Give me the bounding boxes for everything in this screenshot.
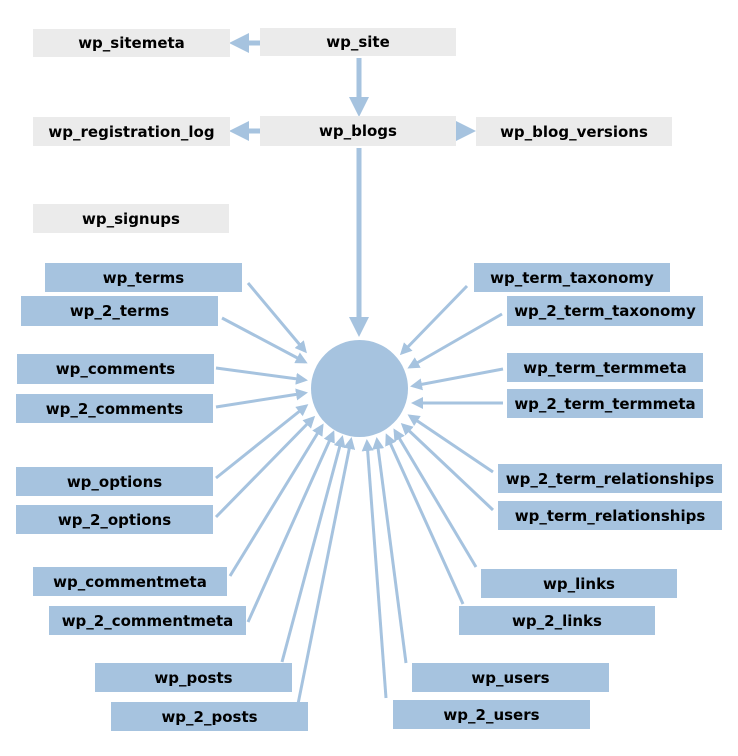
arrow-commentmeta-to-hub <box>228 423 324 577</box>
table-wp-commentmeta: wp_commentmeta <box>33 567 227 596</box>
table-wp-term-relationships: wp_term_relationships <box>498 501 722 530</box>
arrow-term-termmeta-to-hub <box>410 367 504 391</box>
table-wp-blog-versions: wp_blog_versions <box>476 117 672 146</box>
arrow-term-relationships-to-hub <box>400 422 495 512</box>
table-wp-blogs: wp_blogs <box>260 116 456 146</box>
table-wp-registration-log: wp_registration_log <box>33 117 230 146</box>
table-wp-2-commentmeta: wp_2_commentmeta <box>49 606 246 635</box>
arrow-2-posts-to-hub <box>296 437 356 705</box>
arrow-2-term-taxonomy-to-hub <box>407 312 503 369</box>
table-wp-term-taxonomy: wp_term_taxonomy <box>474 263 670 292</box>
arrow-links-to-hub <box>393 428 478 568</box>
arrow-posts-to-hub <box>280 435 346 663</box>
table-wp-2-term-termmeta: wp_2_term_termmeta <box>507 389 703 418</box>
table-wp-site: wp_site <box>260 28 456 56</box>
table-wp-term-termmeta: wp_term_termmeta <box>507 353 703 382</box>
table-wp-sitemeta: wp_sitemeta <box>33 29 230 57</box>
table-wp-signups: wp_signups <box>33 204 229 233</box>
arrow-2-options-to-hub <box>214 415 316 519</box>
table-wp-2-options: wp_2_options <box>16 505 213 534</box>
arrow-2-term-relationships-to-hub <box>407 414 494 474</box>
table-wp-users: wp_users <box>412 663 609 692</box>
table-wp-2-users: wp_2_users <box>393 700 590 729</box>
table-wp-links: wp_links <box>481 569 677 598</box>
table-wp-options: wp_options <box>16 467 213 496</box>
arrow-2-links-to-hub <box>385 433 465 605</box>
table-wp-2-posts: wp_2_posts <box>111 702 308 731</box>
arrow-terms-to-hub <box>246 282 307 354</box>
table-wp-posts: wp_posts <box>95 663 292 692</box>
arrow-users-to-hub <box>372 437 408 664</box>
table-wp-2-terms: wp_2_terms <box>21 296 218 326</box>
arrow-2-comments-to-hub <box>215 388 308 409</box>
table-wp-2-term-taxonomy: wp_2_term_taxonomy <box>507 296 703 326</box>
table-wp-comments: wp_comments <box>17 354 214 384</box>
arrow-2-terms-to-hub <box>221 316 308 364</box>
table-wp-2-comments: wp_2_comments <box>16 394 213 423</box>
arrow-options-to-hub <box>215 404 309 480</box>
hub-circle <box>311 340 408 437</box>
arrow-2-commentmeta-to-hub <box>246 430 335 623</box>
table-wp-terms: wp_terms <box>45 263 242 292</box>
arrow-comments-to-hub <box>215 366 308 385</box>
table-wp-2-links: wp_2_links <box>459 606 655 635</box>
arrow-term-taxonomy-to-hub <box>399 284 469 356</box>
arrow-2-users-to-hub <box>361 439 388 699</box>
table-wp-2-term-relationships: wp_2_term_relationships <box>498 464 722 493</box>
